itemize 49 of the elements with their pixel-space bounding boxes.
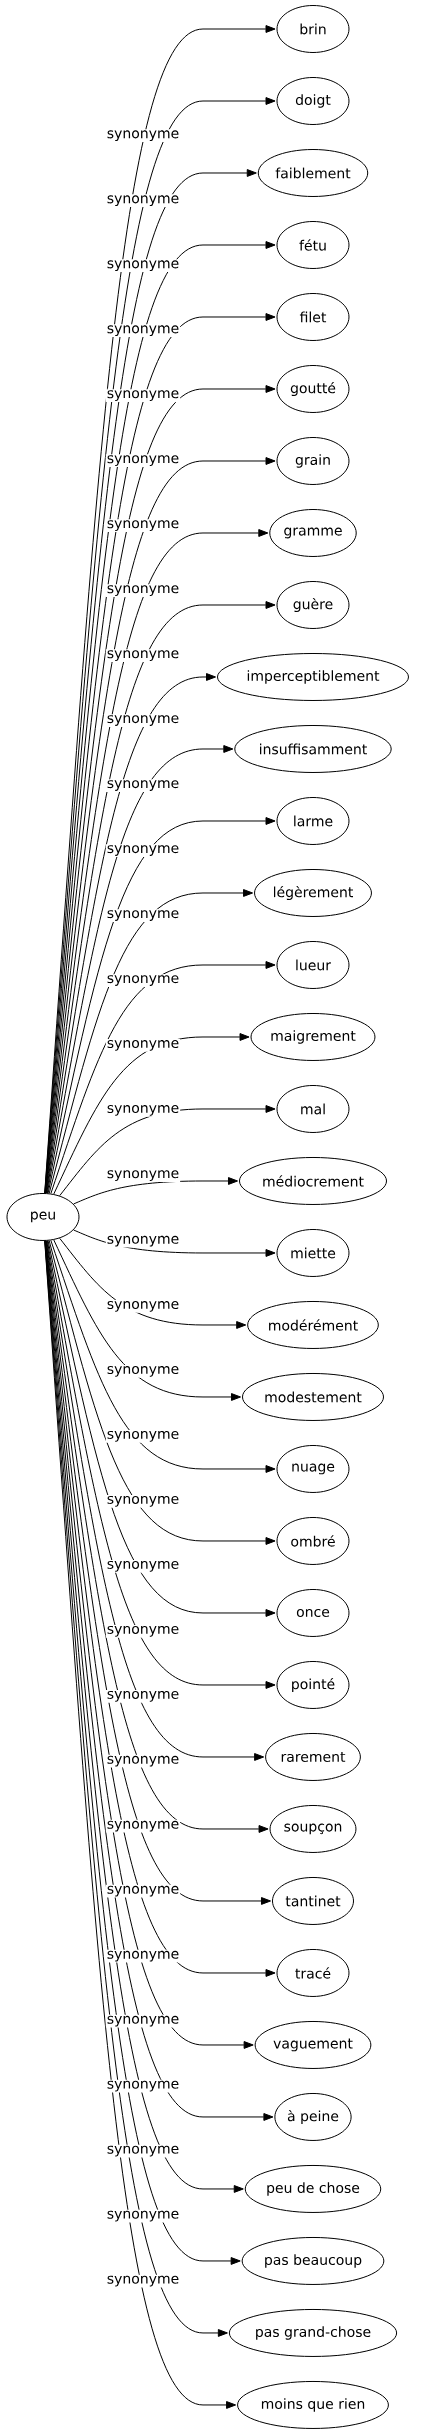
edge-label: synonyme	[105, 1234, 181, 1248]
edge-label: synonyme	[105, 1494, 181, 1508]
edge-label: synonyme	[105, 1365, 181, 1378]
arrow	[46, 1240, 276, 1689]
edge-label: synonyme	[105, 1754, 181, 1768]
arrow	[47, 1240, 276, 1617]
edge-label: synonyme	[105, 1819, 181, 1833]
edge-label: synonyme	[105, 974, 181, 987]
edge-label: synonyme	[105, 2144, 181, 2158]
arrow	[50, 1239, 276, 1473]
edge-label: synonyme	[105, 1429, 181, 1443]
edge-label: synonyme	[105, 129, 181, 143]
edge-label: synonyme	[105, 1039, 181, 1052]
arrow	[59, 1237, 247, 1329]
arrow	[48, 1240, 276, 1545]
edge-label: synonyme	[105, 1104, 181, 1117]
edge-label: synonyme	[105, 714, 181, 727]
edge-label: synonyme	[105, 584, 181, 597]
edge-label: synonyme	[105, 649, 181, 662]
edge-label: synonyme	[105, 779, 181, 792]
edge-label: synonyme	[105, 454, 181, 467]
edge-label: synonyme	[105, 1559, 181, 1573]
edge-label: synonyme	[105, 1884, 181, 1898]
edge-label: synonyme	[105, 844, 181, 857]
arrow	[50, 961, 276, 1195]
arrow	[48, 889, 254, 1194]
edge-label: synonyme	[105, 1169, 181, 1182]
arrow	[46, 673, 217, 1194]
edge-label: synonyme	[105, 2274, 181, 2288]
arrow	[46, 745, 234, 1194]
edge-label: synonyme	[105, 1949, 181, 1963]
edge-label: synonyme	[105, 324, 181, 338]
edge-label: synonyme	[105, 1689, 181, 1703]
arrow	[47, 817, 276, 1194]
edge-label: synonyme	[105, 2014, 181, 2028]
arrow	[73, 1177, 238, 1205]
edge-label: synonyme	[105, 1300, 181, 1313]
arrow	[59, 1105, 276, 1197]
edge-label: synonyme	[105, 259, 181, 273]
edge-label: synonyme	[105, 519, 181, 532]
arrow	[73, 1229, 276, 1257]
edge-label: synonyme	[105, 2209, 181, 2223]
edge-label: synonyme	[105, 2079, 181, 2093]
edge-label: synonyme	[105, 1624, 181, 1638]
edge-label: synonyme	[105, 194, 181, 208]
edge-label: synonyme	[105, 389, 181, 402]
arrow	[53, 1033, 250, 1195]
arrow	[53, 1239, 241, 1401]
edge-label: synonyme	[105, 909, 181, 922]
